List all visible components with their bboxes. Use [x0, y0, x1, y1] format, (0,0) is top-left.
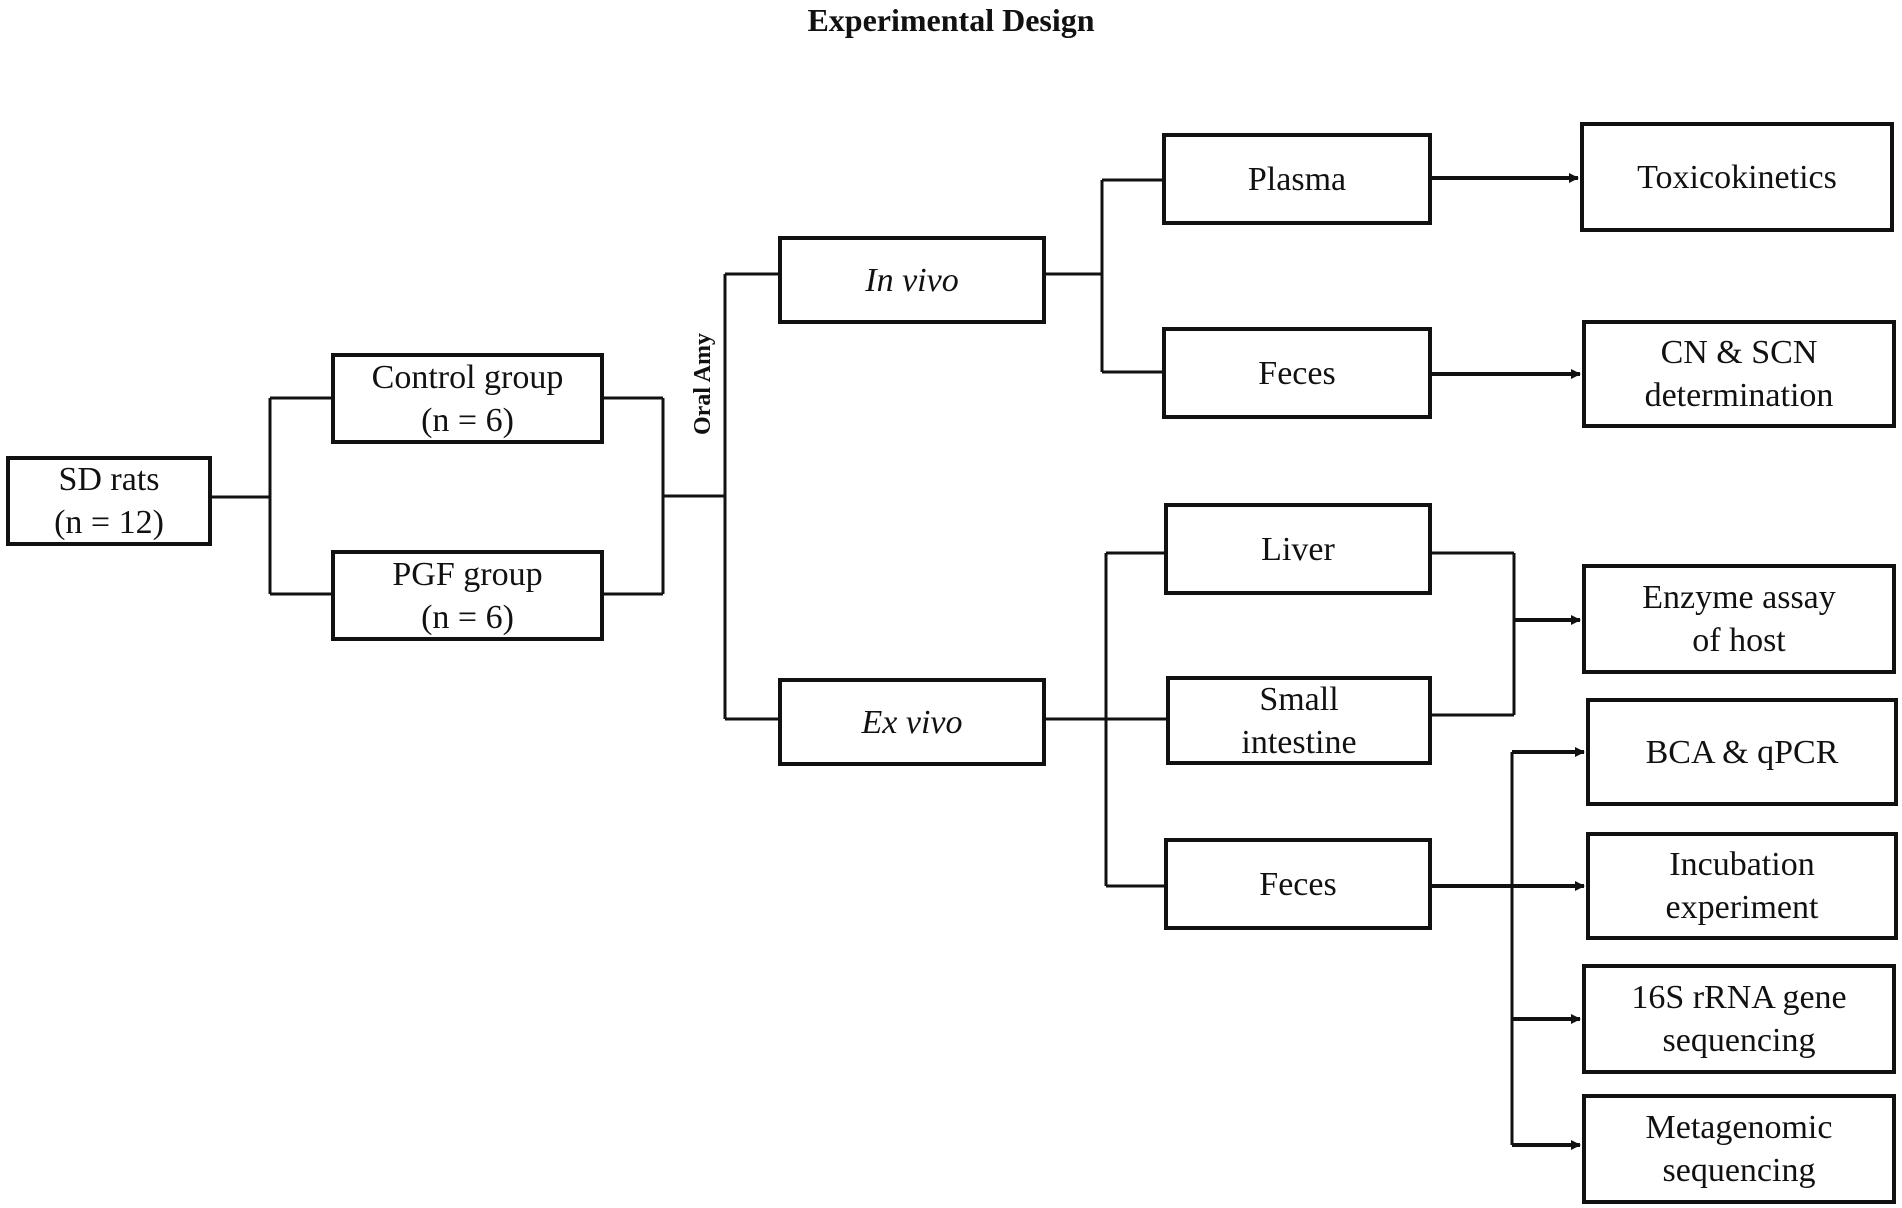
ex-vivo-box: Ex vivo [778, 678, 1046, 766]
cn-scn-box: CN & SCN determination [1582, 320, 1896, 428]
rrna-sequencing-label-1: 16S rRNA gene [1631, 979, 1847, 1016]
cn-scn-label-2: determination [1644, 377, 1834, 414]
rrna-sequencing-label-2: sequencing [1662, 1022, 1816, 1059]
incubation-label-1: Incubation [1669, 846, 1815, 883]
in-vivo-label: In vivo [865, 261, 959, 299]
ex-vivo-label: Ex vivo [861, 703, 963, 741]
sd-rats-box: SD rats (n = 12) [6, 456, 212, 546]
control-group-label: Control group [371, 358, 564, 396]
pgf-group-count: (n = 6) [421, 598, 514, 636]
liver-box: Liver [1164, 503, 1432, 595]
enzyme-assay-label-1: Enzyme assay [1642, 579, 1836, 616]
small-intestine-box: Small intestine [1166, 676, 1432, 765]
feces-ex-vivo-box: Feces [1164, 838, 1432, 930]
toxicokinetics-label: Toxicokinetics [1637, 158, 1837, 196]
metagenomic-sequencing-label-1: Metagenomic [1645, 1109, 1833, 1146]
cn-scn-label-1: CN & SCN [1660, 334, 1818, 371]
feces-in-vivo-box: Feces [1162, 327, 1432, 419]
small-intestine-label-1: Small [1259, 680, 1339, 718]
small-intestine-label-2: intestine [1241, 723, 1357, 761]
liver-label: Liver [1261, 530, 1335, 568]
metagenomic-sequencing-box: Metagenomic sequencing [1582, 1094, 1896, 1204]
metagenomic-sequencing-label-2: sequencing [1662, 1152, 1816, 1189]
bca-qpcr-label: BCA & qPCR [1645, 733, 1839, 771]
incubation-label-2: experiment [1665, 889, 1819, 926]
sd-rats-count: (n = 12) [54, 504, 164, 541]
sd-rats-label: SD rats [58, 461, 160, 498]
feces-in-vivo-label: Feces [1258, 354, 1336, 392]
toxicokinetics-box: Toxicokinetics [1580, 122, 1894, 232]
enzyme-assay-box: Enzyme assay of host [1582, 564, 1896, 674]
control-group-box: Control group (n = 6) [331, 353, 604, 444]
plasma-label: Plasma [1247, 160, 1347, 198]
incubation-box: Incubation experiment [1586, 832, 1898, 940]
rrna-sequencing-box: 16S rRNA gene sequencing [1582, 964, 1896, 1074]
enzyme-assay-label-2: of host [1692, 622, 1786, 659]
diagram-title: Experimental Design [807, 2, 1095, 38]
pgf-group-box: PGF group (n = 6) [331, 550, 604, 641]
in-vivo-box: In vivo [778, 236, 1046, 324]
feces-ex-vivo-label: Feces [1259, 865, 1337, 903]
pgf-group-label: PGF group [392, 555, 543, 593]
oral-amy-label: Oral Amy [690, 333, 716, 435]
plasma-box: Plasma [1162, 133, 1432, 225]
bca-qpcr-box: BCA & qPCR [1586, 698, 1898, 806]
control-group-count: (n = 6) [421, 401, 514, 439]
